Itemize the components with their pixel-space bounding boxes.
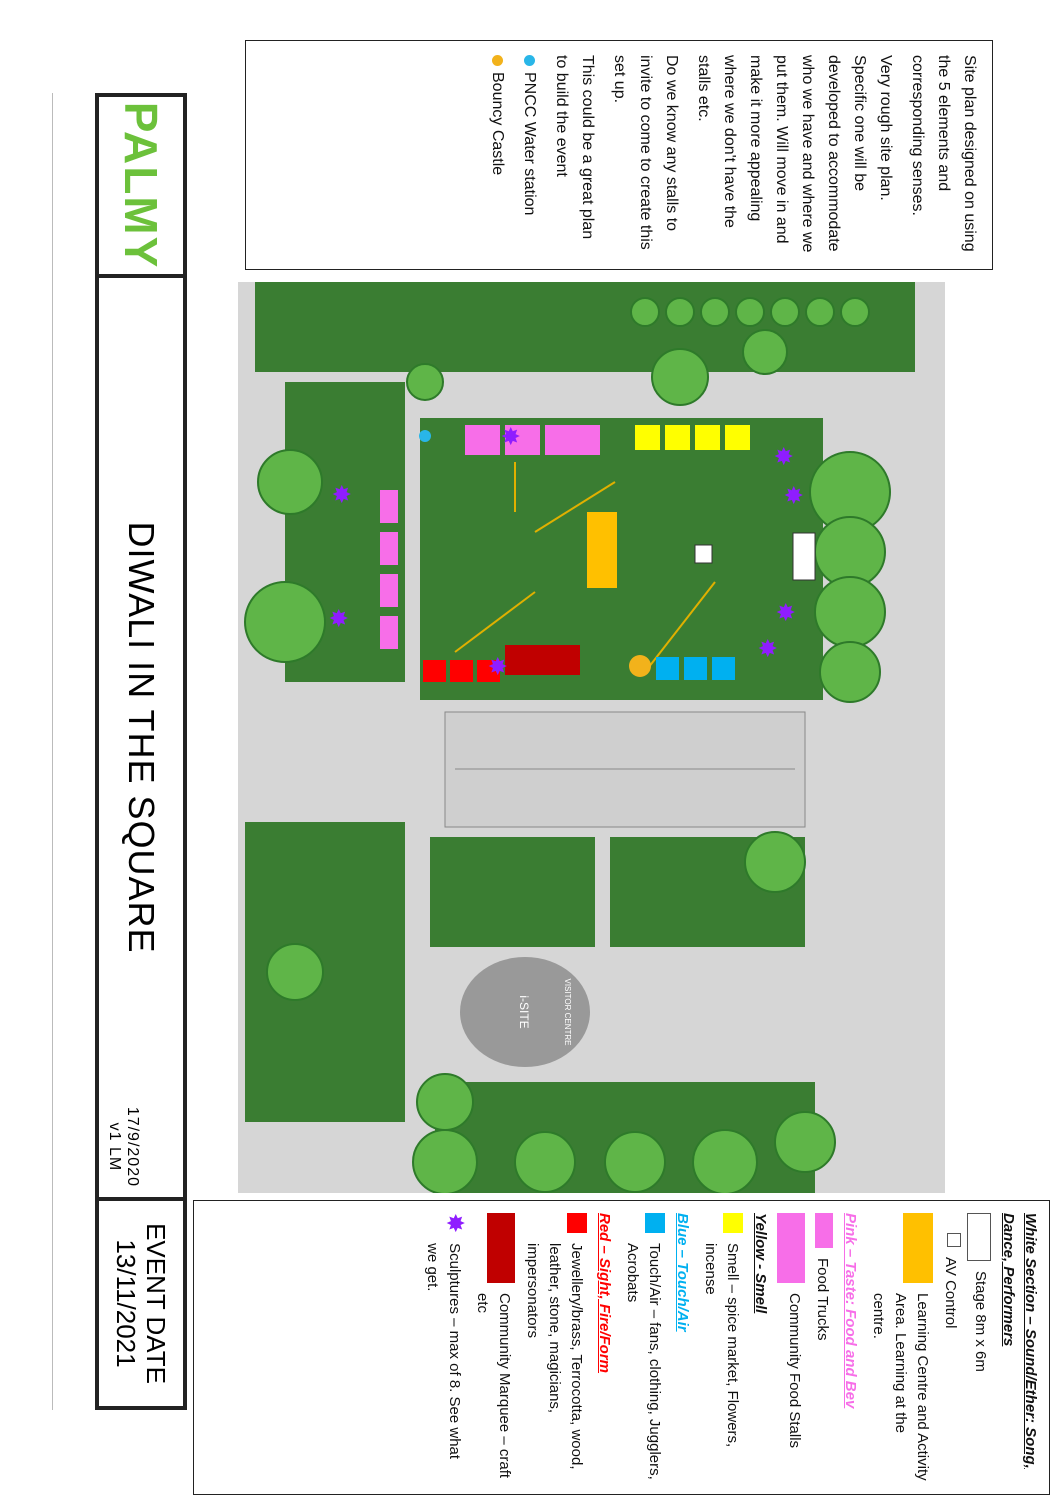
key-water: PNCC Water station	[516, 55, 542, 255]
svg-text:✸: ✸	[753, 638, 780, 658]
water-station-icon	[523, 55, 535, 66]
note: Very rough site plan. Specific one will …	[695, 55, 894, 253]
legend-box: White Section – Sound/Ether: Song, Dance…	[193, 1200, 1050, 1495]
touch-swatch	[645, 1213, 665, 1233]
bouncy-castle-icon	[491, 55, 503, 66]
divider	[52, 93, 53, 1410]
note: This could be a great plan to build the …	[553, 55, 596, 240]
svg-text:✸: ✸	[496, 426, 523, 446]
note: Site plan designed on using the 5 elemen…	[909, 55, 978, 252]
key-bouncy: Bouncy Castle	[484, 55, 510, 255]
palmy-logo: PALMY	[99, 97, 183, 278]
parking-area	[444, 711, 806, 828]
svg-text:✸: ✸	[483, 656, 510, 676]
svg-text:✸: ✸	[327, 484, 354, 504]
stage-swatch	[967, 1213, 991, 1261]
sight-swatch	[567, 1213, 587, 1233]
svg-text:✸: ✸	[779, 485, 806, 505]
svg-text:i-SITE: i-SITE	[517, 995, 531, 1028]
food-truck-swatch	[815, 1213, 833, 1248]
svg-text:✸: ✸	[771, 602, 798, 622]
note: Do we know any stalls to invite to come …	[611, 55, 680, 250]
visitor-centre: VISITOR CENTRE i-SITE	[460, 957, 590, 1067]
av-swatch	[947, 1233, 961, 1247]
marquee-swatch	[487, 1213, 515, 1283]
notes-box: Site plan designed on using the 5 elemen…	[245, 40, 993, 270]
svg-text:VISITOR CENTRE: VISITOR CENTRE	[563, 979, 572, 1046]
svg-text:✸: ✸	[324, 608, 351, 628]
food-stall-swatch	[777, 1213, 805, 1283]
stalls	[380, 425, 816, 682]
page-title: DIWALI IN THE SQUARE	[121, 521, 162, 954]
learning-swatch	[903, 1213, 933, 1283]
site-map: VISITOR CENTRE i-SITE	[238, 282, 945, 1193]
svg-text:✸: ✸	[769, 446, 796, 466]
smell-swatch	[723, 1213, 743, 1233]
trees	[244, 297, 891, 1193]
sculpture-icon: ✸	[441, 1213, 468, 1234]
sculptures: ✸ ✸ ✸ ✸ ✸ ✸ ✸ ✸	[324, 426, 806, 676]
